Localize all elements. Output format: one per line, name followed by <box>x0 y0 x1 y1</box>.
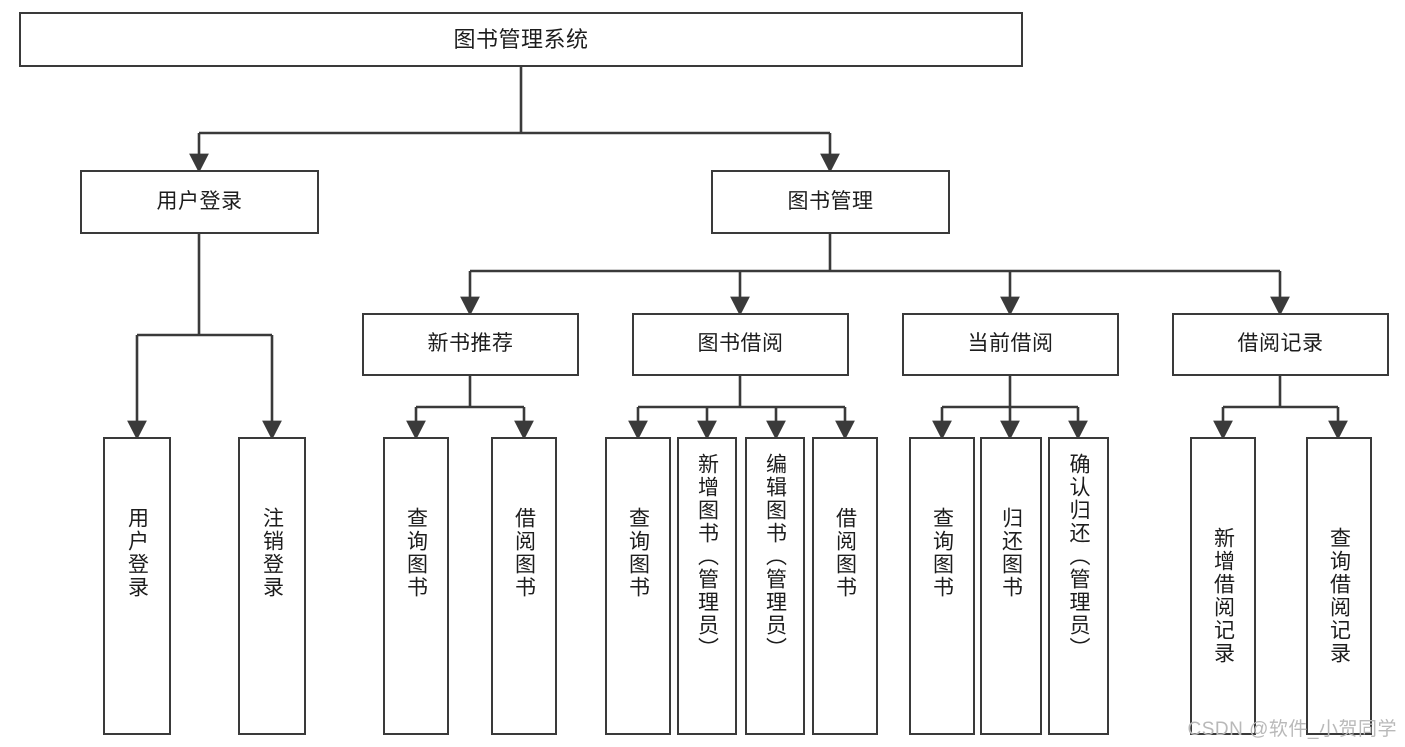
node-label: 编辑图书（管理员） <box>763 453 787 660</box>
node-label: 查询图书 <box>626 507 650 599</box>
node-root-system[interactable]: 图书管理系统 <box>19 12 1023 67</box>
node-label: 图书借阅 <box>697 332 784 356</box>
node-leaf-borrow-book-2[interactable]: 借阅图书 <box>812 437 878 735</box>
node-label: 借阅记录 <box>1237 332 1324 356</box>
node-label: 确认归还（管理员） <box>1067 453 1090 660</box>
node-new-book-rec[interactable]: 新书推荐 <box>362 313 579 376</box>
node-label: 新增借阅记录 <box>1211 527 1235 665</box>
node-label: 借阅图书 <box>833 507 857 599</box>
node-leaf-query-book-1[interactable]: 查询图书 <box>383 437 449 735</box>
node-leaf-query-book-2[interactable]: 查询图书 <box>605 437 671 735</box>
node-label: 注销登录 <box>260 507 284 599</box>
node-label: 图书管理系统 <box>453 26 589 52</box>
node-leaf-add-book[interactable]: 新增图书（管理员） <box>677 437 737 735</box>
node-label: 用户登录 <box>125 507 149 599</box>
node-label: 新增图书（管理员） <box>695 453 719 660</box>
node-leaf-user-login[interactable]: 用户登录 <box>103 437 171 735</box>
node-leaf-borrow-book-1[interactable]: 借阅图书 <box>491 437 557 735</box>
watermark-text: CSDN @软件_小贺同学 <box>1187 719 1397 740</box>
node-borrow-record[interactable]: 借阅记录 <box>1172 313 1389 376</box>
node-label: 新书推荐 <box>427 332 514 356</box>
node-user-login[interactable]: 用户登录 <box>80 170 319 234</box>
node-leaf-user-logout[interactable]: 注销登录 <box>238 437 306 735</box>
node-label: 归还图书 <box>999 507 1023 599</box>
node-label: 查询借阅记录 <box>1327 527 1351 665</box>
node-book-manage[interactable]: 图书管理 <box>711 170 950 234</box>
node-leaf-return-book[interactable]: 归还图书 <box>980 437 1042 735</box>
node-leaf-query-record[interactable]: 查询借阅记录 <box>1306 437 1372 735</box>
node-leaf-confirm-return[interactable]: 确认归还（管理员） <box>1048 437 1109 735</box>
node-label: 用户登录 <box>156 189 243 213</box>
node-label: 图书管理 <box>787 189 874 213</box>
node-current-borrow[interactable]: 当前借阅 <box>902 313 1119 376</box>
node-book-borrow[interactable]: 图书借阅 <box>632 313 849 376</box>
node-label: 查询图书 <box>404 507 428 599</box>
node-leaf-query-book-3[interactable]: 查询图书 <box>909 437 975 735</box>
node-label: 借阅图书 <box>512 507 536 599</box>
node-label: 查询图书 <box>930 507 954 599</box>
node-leaf-edit-book[interactable]: 编辑图书（管理员） <box>745 437 805 735</box>
node-leaf-add-record[interactable]: 新增借阅记录 <box>1190 437 1256 735</box>
node-label: 当前借阅 <box>967 332 1054 356</box>
